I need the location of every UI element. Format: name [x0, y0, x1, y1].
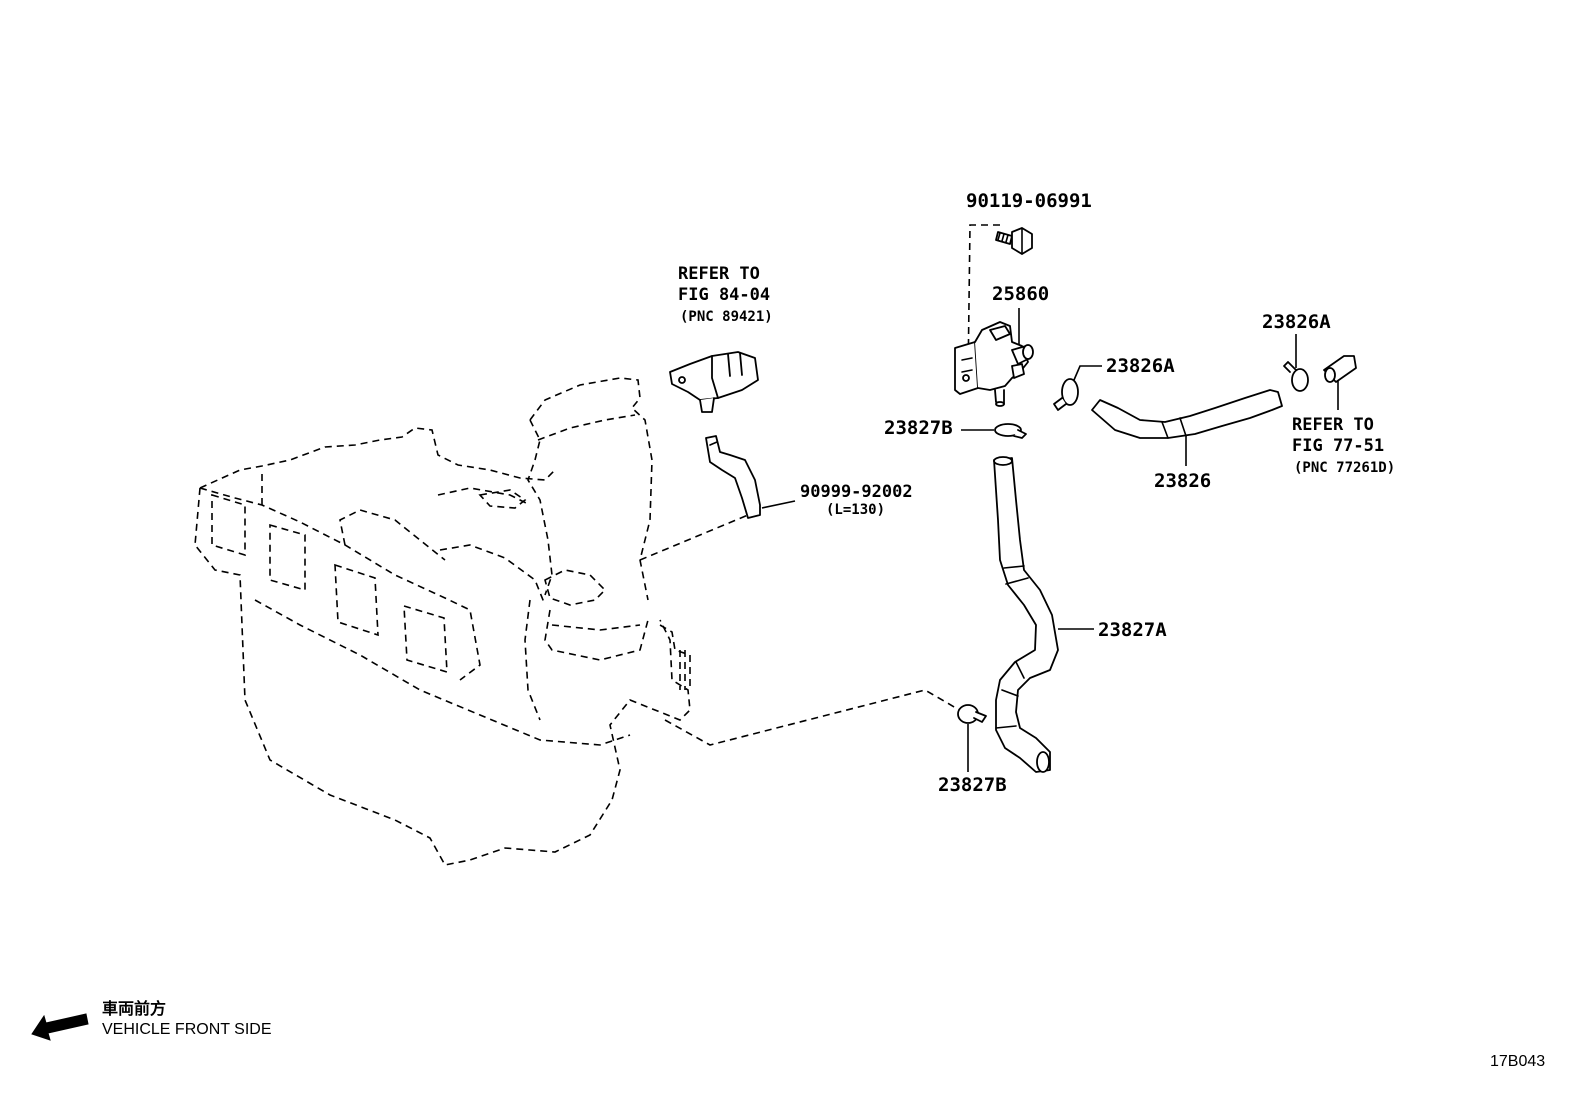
refer-pipe-line1: REFER TO	[1292, 415, 1374, 435]
label-clamp-bottom: 23827B	[938, 774, 1007, 796]
figure-code: 17B043	[1490, 1053, 1545, 1070]
label-valve: 25860	[992, 283, 1049, 305]
refer-sensor-line3: (PNC 89421)	[680, 309, 773, 325]
label-clamp-middle: 23826A	[1106, 355, 1175, 377]
refer-pipe-line2: FIG 77-51	[1292, 436, 1384, 456]
pressure-sensor	[669, 351, 759, 413]
hose-lower	[993, 456, 1059, 773]
label-clamp-top: 23827B	[884, 417, 953, 439]
refer-sensor-line2: FIG 84-04	[678, 285, 770, 305]
arrow-left-down-icon	[31, 1013, 89, 1041]
hose-clamp-middle	[1053, 378, 1079, 411]
refer-pipe-line3: (PNC 77261D)	[1294, 460, 1395, 476]
label-bolt: 90119-06991	[966, 190, 1092, 212]
connection-line-lower-hose	[664, 689, 969, 746]
vacuum-hose	[705, 435, 761, 519]
bolt	[995, 227, 1033, 255]
leader-lines	[761, 308, 1339, 772]
label-clamp-upper-right: 23826A	[1262, 311, 1331, 333]
hose-upper	[1091, 389, 1283, 439]
front-label-english: VEHICLE FRONT SIDE	[102, 1021, 272, 1038]
label-vacuum-hose: 90999-92002	[800, 482, 913, 502]
vacuum-switching-valve	[954, 321, 1034, 407]
label-hose-lower: 23827A	[1098, 619, 1167, 641]
pipe-end	[1323, 355, 1357, 383]
front-label-japanese: 車両前方	[102, 999, 166, 1018]
hose-clamp-top	[994, 423, 1027, 439]
hose-clamp-bottom	[957, 704, 987, 724]
connection-line-vacuum	[639, 509, 761, 561]
front-direction-indicator	[31, 1013, 89, 1041]
label-hose-upper: 23826	[1154, 470, 1211, 492]
hose-clamp-upper-right	[1283, 361, 1309, 392]
refer-sensor-line1: REFER TO	[678, 264, 760, 284]
label-vacuum-hose-length: (L=130)	[826, 502, 885, 518]
engine-intake-manifold	[194, 377, 691, 866]
connection-line-bolt	[967, 224, 1000, 381]
